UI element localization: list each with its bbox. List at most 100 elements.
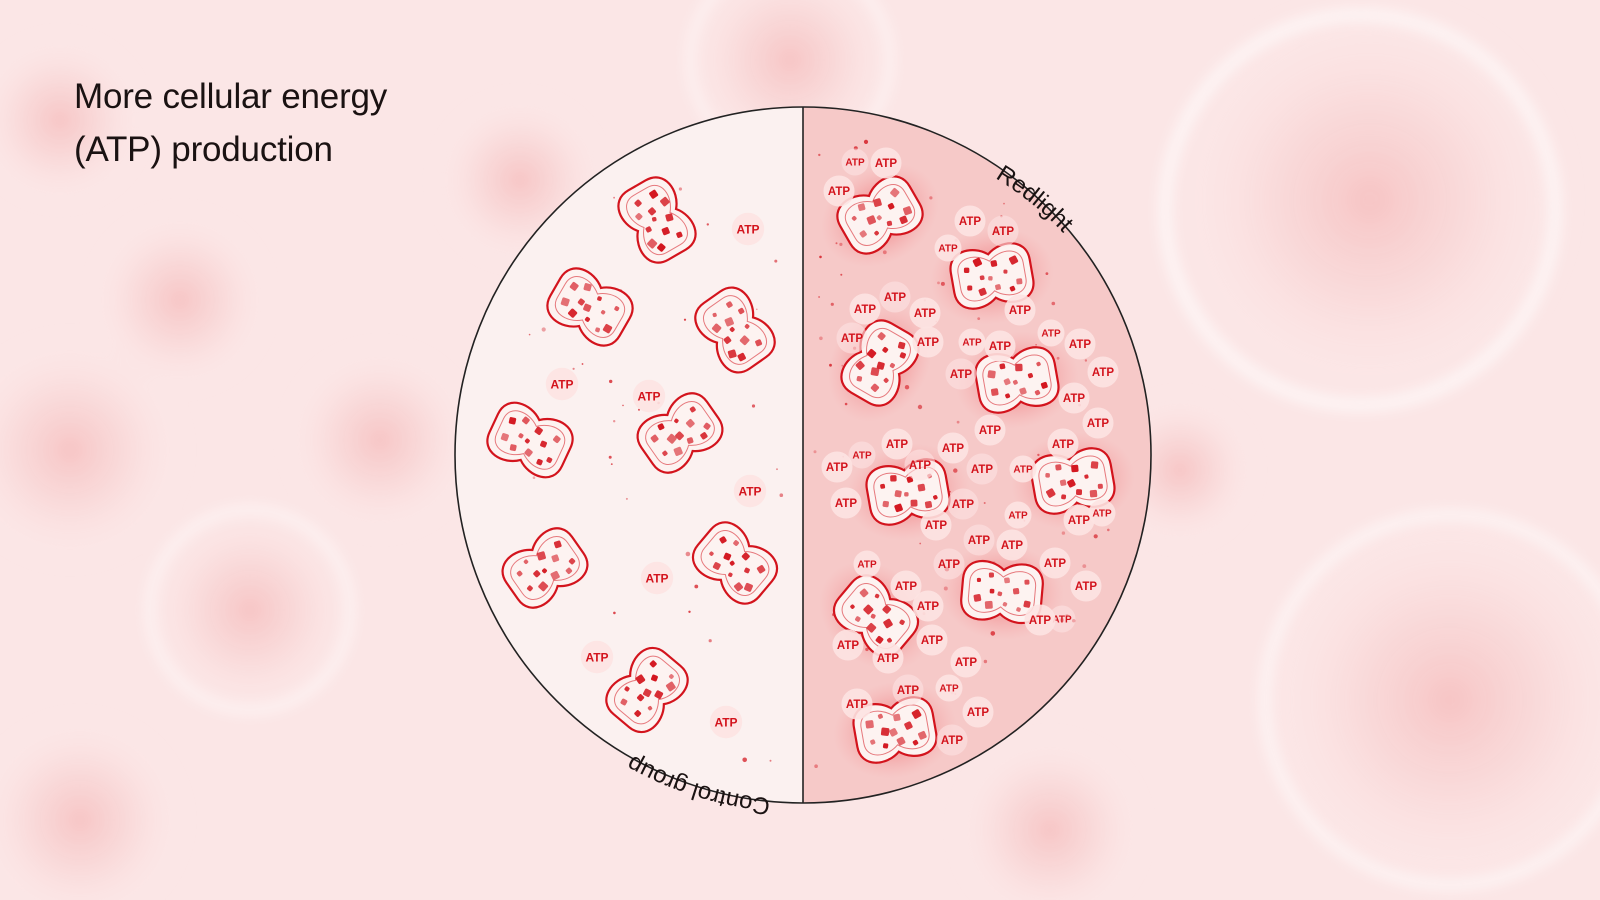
atp-label: ATP — [826, 462, 848, 474]
atp-molecule: ATP — [933, 548, 965, 580]
title-line-2: (ATP) production — [74, 130, 333, 169]
atp-molecule: ATP — [945, 358, 977, 390]
atp-molecule: ATP — [733, 474, 767, 508]
speck — [685, 551, 691, 557]
speck — [625, 497, 628, 500]
mitochondrion — [546, 267, 634, 347]
mitochondrion — [694, 286, 776, 374]
bg-cell — [145, 505, 355, 715]
speck — [678, 187, 683, 191]
atp-label: ATP — [962, 338, 982, 349]
atp-molecule: ATP — [832, 629, 864, 661]
speck — [1093, 534, 1098, 539]
atp-molecule: ATP — [936, 724, 968, 756]
bg-cell — [85, 205, 275, 395]
atp-label: ATP — [852, 451, 872, 462]
atp-label: ATP — [967, 707, 989, 719]
atp-molecule: ATP — [937, 432, 969, 464]
page-title: More cellular energy (ATP) production — [74, 70, 387, 176]
speck — [776, 468, 778, 471]
speck — [608, 455, 612, 459]
atp-label: ATP — [897, 685, 919, 697]
bg-cell — [0, 30, 150, 210]
atp-label: ATP — [968, 535, 990, 547]
speck — [610, 463, 613, 465]
atp-molecule: ATP — [974, 414, 1006, 446]
atp-molecule: ATP — [1048, 605, 1076, 633]
atp-molecule: ATP — [963, 524, 995, 556]
atp-molecule: ATP — [1087, 356, 1119, 388]
atp-molecule: ATP — [879, 281, 911, 313]
atp-molecule: ATP — [1004, 501, 1032, 529]
atp-molecule: ATP — [892, 674, 924, 706]
atp-molecule: ATP — [912, 590, 944, 622]
speck — [581, 363, 584, 365]
speck — [1107, 528, 1110, 532]
atp-label: ATP — [841, 333, 863, 345]
title-line-1: More cellular energy — [74, 77, 388, 116]
mitochondrion — [486, 401, 574, 479]
atp-label: ATP — [1009, 305, 1031, 317]
atp-molecule: ATP — [962, 696, 994, 728]
speck — [756, 308, 758, 311]
atp-molecule: ATP — [1063, 504, 1095, 536]
speck — [638, 408, 640, 411]
speck — [622, 404, 624, 407]
atp-molecule: ATP — [912, 326, 944, 358]
atp-molecule: ATP — [996, 529, 1028, 561]
atp-molecule: ATP — [841, 148, 869, 176]
atp-label: ATP — [875, 158, 897, 170]
atp-molecule: ATP — [950, 646, 982, 678]
mitochondrion — [501, 527, 589, 609]
atp-label: ATP — [1001, 540, 1023, 552]
atp-molecule: ATP — [966, 453, 998, 485]
atp-molecule: ATP — [731, 212, 765, 246]
atp-molecule: ATP — [1047, 428, 1079, 460]
atp-label: ATP — [1068, 515, 1090, 527]
speck — [613, 196, 615, 199]
atp-label: ATP — [637, 389, 660, 403]
atp-molecule: ATP — [870, 147, 902, 179]
speck — [609, 379, 613, 384]
speck — [819, 255, 822, 259]
speck — [706, 223, 709, 226]
atp-label: ATP — [857, 560, 877, 571]
speck — [983, 659, 988, 664]
speck — [532, 476, 536, 480]
speck — [541, 327, 546, 332]
speck — [818, 296, 821, 298]
speck — [1061, 531, 1066, 535]
atp-label: ATP — [1041, 329, 1061, 340]
bg-cell — [950, 730, 1150, 900]
atp-label: ATP — [971, 464, 993, 476]
atp-label: ATP — [895, 581, 917, 593]
atp-molecule: ATP — [1039, 547, 1071, 579]
atp-label: ATP — [845, 158, 865, 169]
atp-label: ATP — [884, 292, 906, 304]
atp-molecule: ATP — [821, 451, 853, 483]
mitochondrion — [605, 646, 689, 734]
atp-label: ATP — [828, 186, 850, 198]
atp-label: ATP — [909, 460, 931, 472]
atp-label: ATP — [959, 216, 981, 228]
speck — [613, 420, 616, 423]
atp-molecule: ATP — [853, 550, 881, 578]
control-half — [455, 107, 803, 803]
atp-molecule: ATP — [709, 705, 743, 739]
atp-label: ATP — [837, 640, 859, 652]
atp-molecule: ATP — [1070, 570, 1102, 602]
atp-label: ATP — [1063, 393, 1085, 405]
atp-label: ATP — [835, 498, 857, 510]
atp-label: ATP — [854, 304, 876, 316]
speck — [813, 450, 817, 454]
atp-molecule: ATP — [640, 561, 674, 595]
atp-label: ATP — [877, 653, 899, 665]
atp-label: ATP — [925, 520, 947, 532]
atp-label: ATP — [939, 684, 959, 695]
atp-label: ATP — [938, 559, 960, 571]
speck — [742, 757, 747, 763]
atp-molecule: ATP — [916, 624, 948, 656]
bg-cell — [280, 340, 480, 540]
